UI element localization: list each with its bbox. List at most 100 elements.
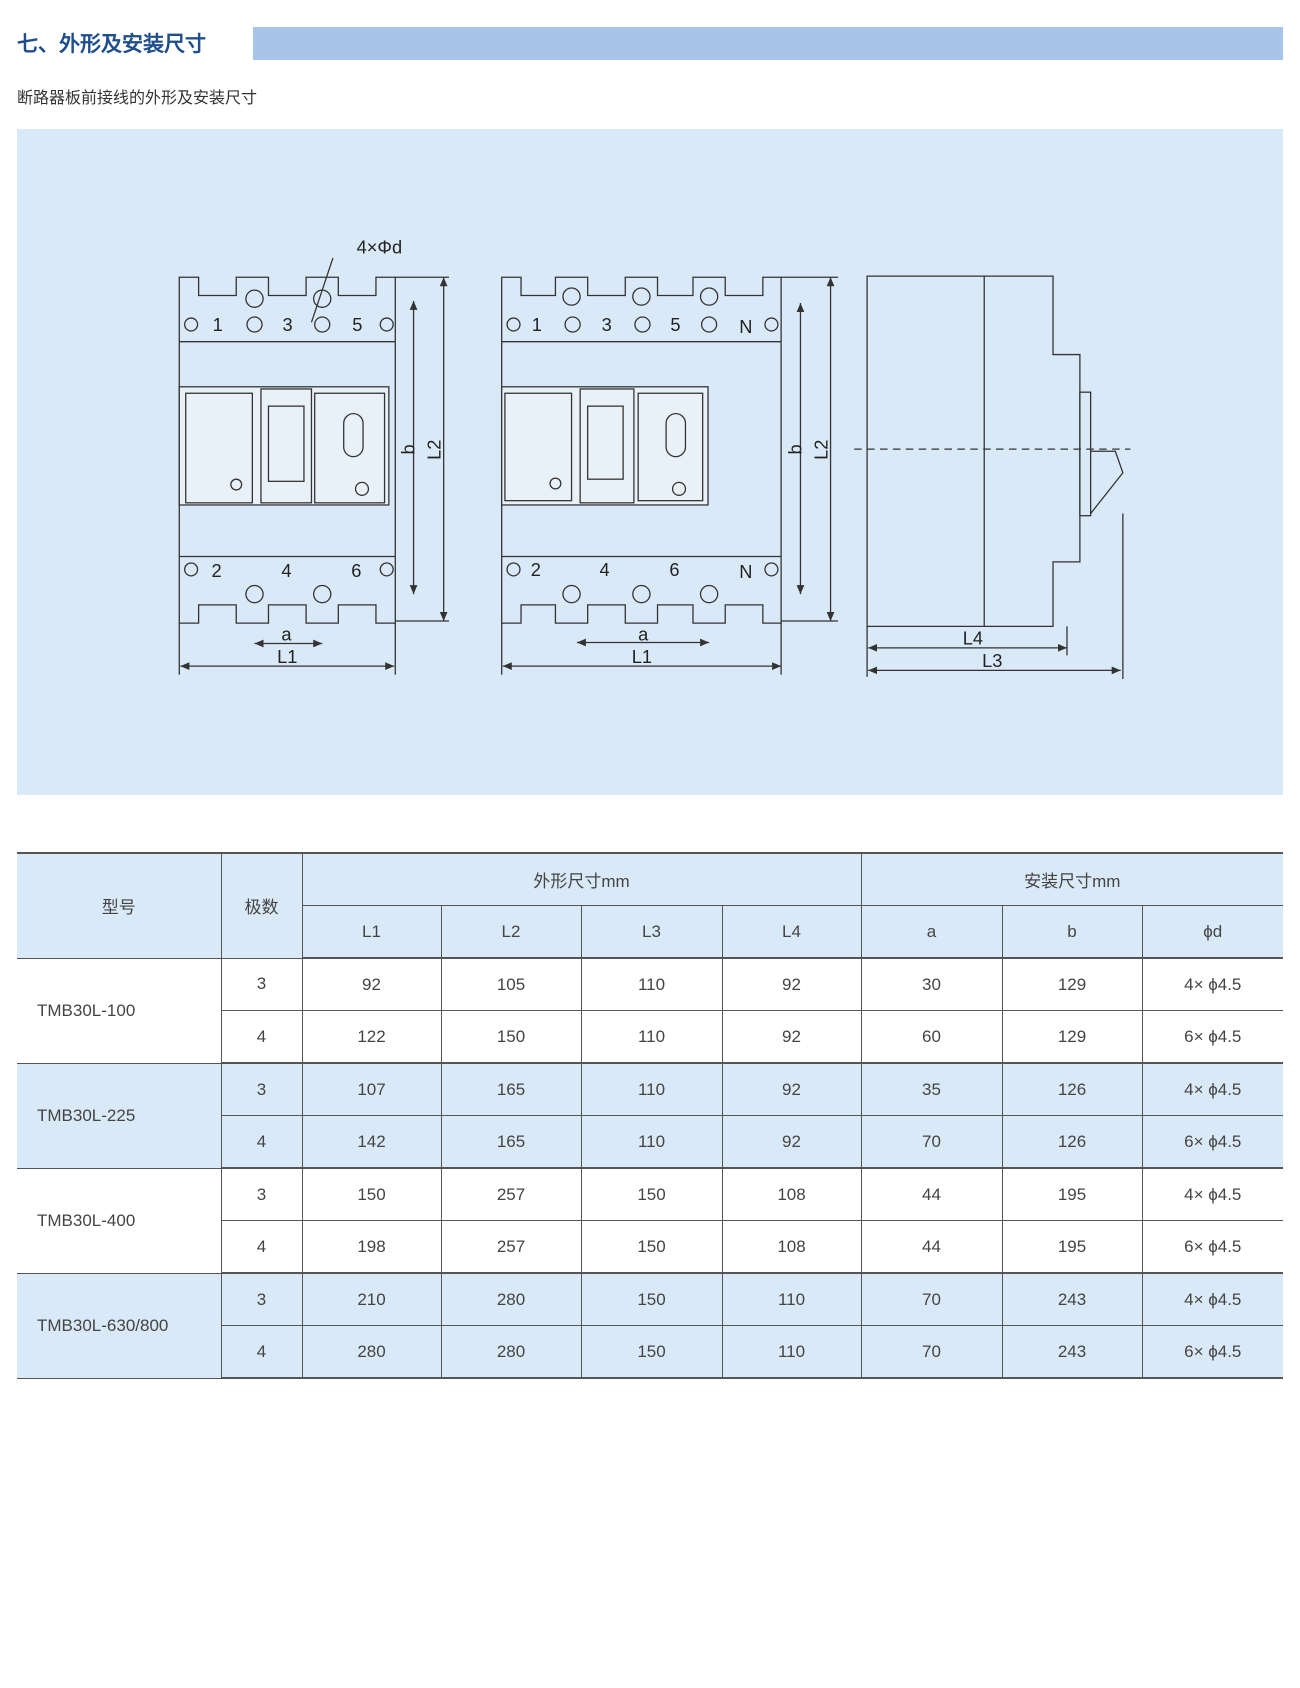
header-outline-dimensions: 外形尺寸mm xyxy=(301,852,862,906)
value-cell: 150 xyxy=(580,1325,723,1379)
value-cell: 70 xyxy=(860,1272,1003,1326)
value-cell: 60 xyxy=(860,1010,1003,1064)
terminal-label: 1 xyxy=(532,314,542,335)
value-cell: 195 xyxy=(1001,1167,1143,1221)
value-cell: 92 xyxy=(721,1062,862,1116)
value-cell: 142 xyxy=(301,1115,442,1169)
value-cell: 150 xyxy=(580,1272,723,1326)
value-cell: 195 xyxy=(1001,1220,1143,1274)
poles-cell: 3 xyxy=(220,1167,303,1221)
value-cell: 257 xyxy=(440,1167,582,1221)
value-cell: 110 xyxy=(580,1010,723,1064)
value-cell: 70 xyxy=(860,1325,1003,1379)
dimension-diagram: 4×Φd 1 3 5 2 4 6 a L1 b L2 xyxy=(17,129,1283,795)
dim-l1-label: L1 xyxy=(632,646,652,667)
terminal-label: 4 xyxy=(281,560,291,581)
value-cell: 92 xyxy=(301,957,442,1011)
value-cell: 110 xyxy=(721,1325,862,1379)
terminal-label: 6 xyxy=(351,560,361,581)
header-4: a xyxy=(860,905,1003,959)
value-cell: 126 xyxy=(1001,1115,1143,1169)
header-0: L1 xyxy=(302,905,442,959)
value-cell: 280 xyxy=(440,1325,582,1379)
value-cell: 92 xyxy=(721,957,862,1011)
value-cell: 165 xyxy=(440,1062,582,1116)
value-cell: 6× ϕ4.5 xyxy=(1141,1325,1283,1379)
value-cell: 105 xyxy=(440,957,582,1011)
terminal-label: N xyxy=(739,316,752,337)
value-cell: 4× ϕ4.5 xyxy=(1141,1062,1283,1116)
value-cell: 110 xyxy=(721,1272,862,1326)
value-cell: 108 xyxy=(721,1220,862,1274)
front-view-3-pole xyxy=(178,257,450,675)
header-5: b xyxy=(1001,905,1143,959)
dim-b-label: b xyxy=(785,444,806,454)
value-cell: 35 xyxy=(860,1062,1003,1116)
header-1: L2 xyxy=(440,905,582,959)
value-cell: 44 xyxy=(860,1220,1003,1274)
poles-cell: 4 xyxy=(221,1220,303,1274)
dim-b-label: b xyxy=(398,444,419,454)
value-cell: 150 xyxy=(440,1010,582,1064)
value-cell: 122 xyxy=(301,1010,442,1064)
value-cell: 150 xyxy=(580,1167,723,1221)
value-cell: 4× ϕ4.5 xyxy=(1141,1167,1283,1221)
terminal-label: 5 xyxy=(670,314,680,335)
value-cell: 243 xyxy=(1001,1272,1143,1326)
value-cell: 210 xyxy=(301,1272,442,1326)
value-cell: 280 xyxy=(440,1272,582,1326)
model-cell: TMB30L-630/800 xyxy=(17,1272,222,1379)
poles-cell: 4 xyxy=(221,1325,303,1379)
model-cell: TMB30L-400 xyxy=(17,1167,222,1274)
header-3: L4 xyxy=(721,905,862,959)
header-2: L3 xyxy=(580,905,723,959)
value-cell: 165 xyxy=(440,1115,582,1169)
terminal-label: 2 xyxy=(531,559,541,580)
value-cell: 243 xyxy=(1001,1325,1143,1379)
poles-cell: 4 xyxy=(221,1115,303,1169)
subtitle: 断路器板前接线的外形及安装尺寸 xyxy=(17,88,258,107)
value-cell: 110 xyxy=(580,1115,723,1169)
terminal-label: 4 xyxy=(599,559,609,580)
value-cell: 126 xyxy=(1001,1062,1143,1116)
dim-l4-label: L4 xyxy=(963,628,983,649)
front-view-4-pole xyxy=(501,276,839,675)
header-6: ϕd xyxy=(1141,905,1283,959)
side-view xyxy=(854,275,1131,679)
terminal-label: 6 xyxy=(669,559,679,580)
value-cell: 257 xyxy=(440,1220,582,1274)
value-cell: 30 xyxy=(860,957,1003,1011)
value-cell: 198 xyxy=(301,1220,442,1274)
value-cell: 150 xyxy=(301,1167,442,1221)
value-cell: 110 xyxy=(580,1062,723,1116)
value-cell: 6× ϕ4.5 xyxy=(1141,1010,1283,1064)
value-cell: 44 xyxy=(860,1167,1003,1221)
terminal-label: 2 xyxy=(212,560,222,581)
dim-l2-label: L2 xyxy=(423,440,444,460)
value-cell: 107 xyxy=(301,1062,442,1116)
value-cell: 4× ϕ4.5 xyxy=(1141,957,1283,1011)
poles-cell: 3 xyxy=(220,1062,303,1116)
terminal-screws xyxy=(184,289,394,604)
terminal-label: 1 xyxy=(213,314,223,335)
terminal-label: 3 xyxy=(602,314,612,335)
value-cell: 129 xyxy=(1001,957,1143,1011)
value-cell: 280 xyxy=(301,1325,442,1379)
terminal-label: N xyxy=(739,561,752,582)
value-cell: 4× ϕ4.5 xyxy=(1141,1272,1283,1326)
value-cell: 70 xyxy=(860,1115,1003,1169)
model-cell: TMB30L-100 xyxy=(17,957,222,1064)
header-model: 型号 xyxy=(17,852,222,959)
dim-a-label: a xyxy=(281,623,292,644)
dim-l1-label: L1 xyxy=(277,646,297,667)
poles-cell: 3 xyxy=(220,1272,303,1326)
